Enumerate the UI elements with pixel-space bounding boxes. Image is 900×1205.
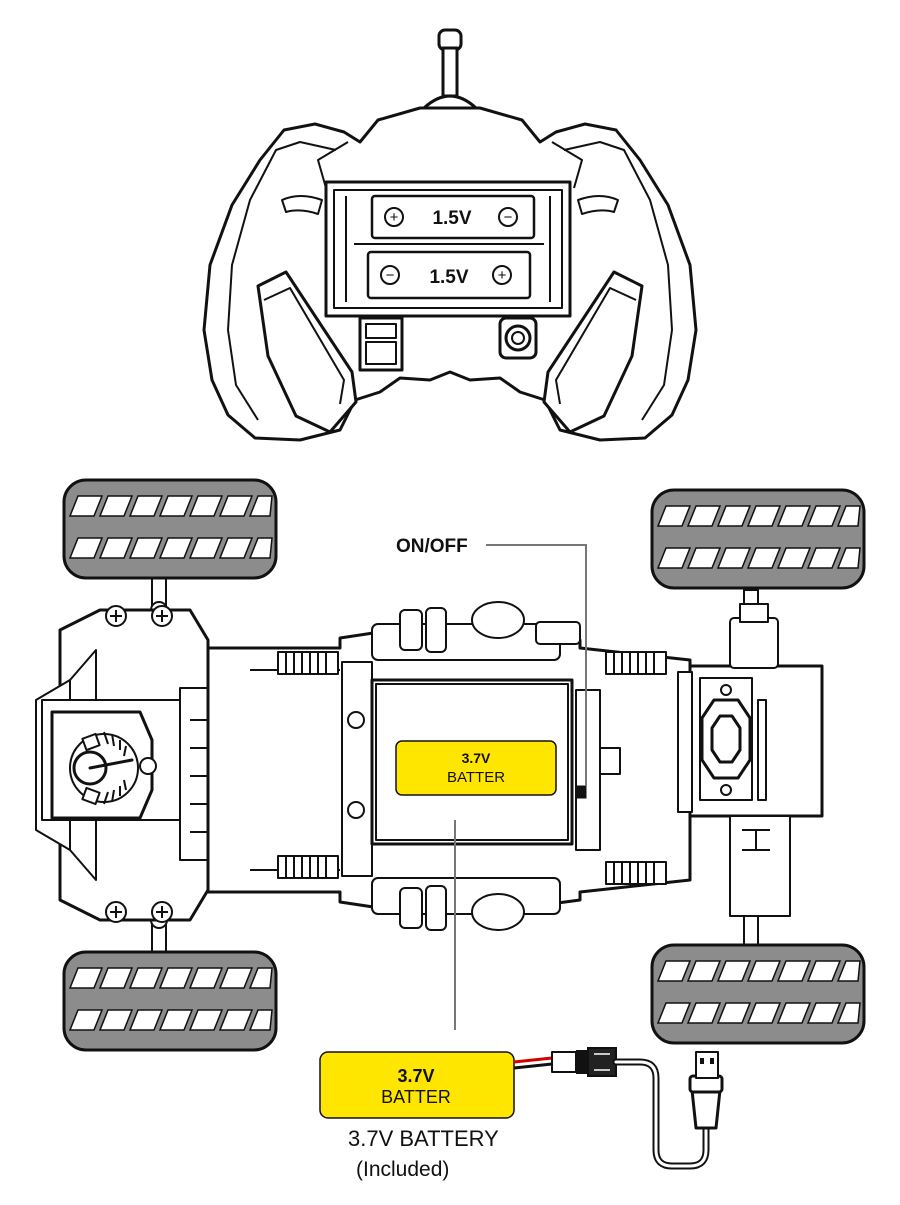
battery-caption-line1: 3.7V BATTERY xyxy=(348,1126,499,1151)
screw-icon xyxy=(105,605,173,923)
cell-1-voltage-label: 1.5V xyxy=(432,208,471,229)
aa-battery-cell-2: − 1.5V + xyxy=(366,250,532,300)
steering-gauge xyxy=(50,710,157,820)
usb-plug-icon xyxy=(688,1051,724,1130)
on-off-callout: ON/OFF xyxy=(396,536,587,786)
remote-controller: + 1.5V − − 1.5V + xyxy=(202,28,698,442)
tire-icon xyxy=(62,478,278,580)
battery-pack: 3.7V BATTER xyxy=(319,820,553,1119)
car-battery-compartment: 3.7V BATTER xyxy=(370,678,574,846)
tire-front-bottom xyxy=(62,950,278,1052)
cell-2-left-symbol: − xyxy=(386,267,395,284)
right-lever xyxy=(542,270,644,434)
installed-battery-label: 3.7V BATTER xyxy=(395,740,557,796)
bottom-gearbox xyxy=(371,877,561,931)
antenna-icon xyxy=(422,28,478,110)
left-lever xyxy=(256,270,358,434)
battery-pack-voltage: 3.7V xyxy=(397,1066,434,1086)
rc-car-chassis: 3.7V BATTER ON/OFF xyxy=(35,536,824,955)
remote-knob xyxy=(498,316,538,360)
rear-gear-housing xyxy=(677,603,824,917)
battery-caption: 3.7V BATTERY (Included) xyxy=(348,1126,499,1181)
battery-pack-name: BATTER xyxy=(381,1087,451,1107)
spring-right-top xyxy=(605,651,667,675)
on-off-label: ON/OFF xyxy=(396,536,468,557)
charging-cable xyxy=(612,1058,710,1170)
top-gearbox xyxy=(371,601,581,661)
aa-battery-cell-1: + 1.5V − xyxy=(370,194,536,240)
tire-rear-bottom xyxy=(650,943,866,1045)
cell-2-right-symbol: + xyxy=(498,267,507,284)
spring-left-bottom xyxy=(277,855,339,879)
tire-rear-top xyxy=(650,488,866,590)
spring-left-top xyxy=(277,651,339,675)
cell-1-left-symbol: + xyxy=(390,209,399,226)
spring-right-bottom xyxy=(605,861,667,885)
cell-1-right-symbol: − xyxy=(504,209,513,226)
on-off-switch xyxy=(575,785,587,799)
battery-caption-line2: (Included) xyxy=(356,1158,449,1181)
installed-battery-voltage: 3.7V xyxy=(462,750,491,766)
remote-power-switch xyxy=(358,316,404,372)
connector-icon xyxy=(551,1047,617,1077)
cell-2-voltage-label: 1.5V xyxy=(429,267,468,288)
remote-battery-compartment: + 1.5V − − 1.5V + xyxy=(324,180,572,318)
installed-battery-name: BATTER xyxy=(447,769,505,786)
